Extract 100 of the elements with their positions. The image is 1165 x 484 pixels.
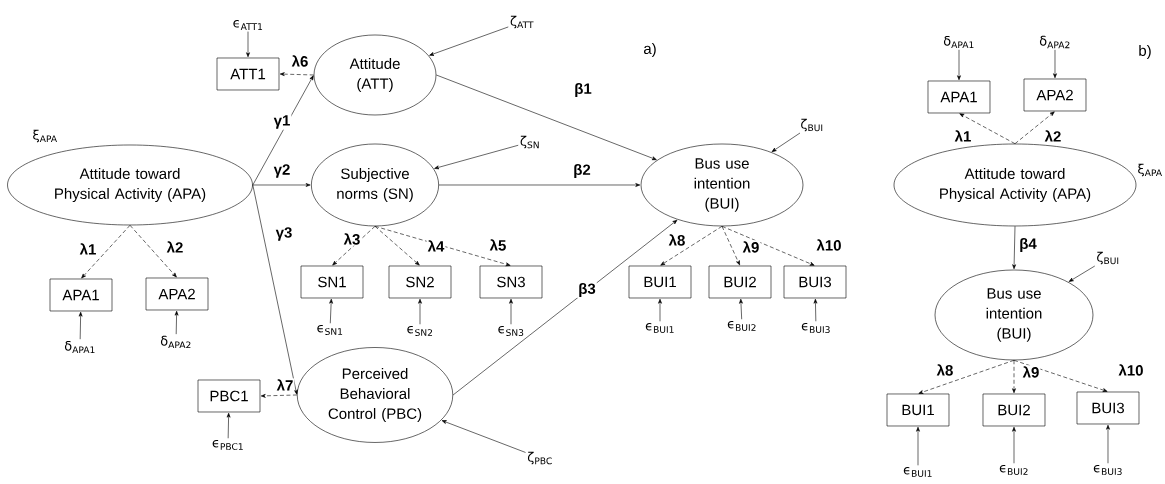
edge-label: λ9	[741, 240, 761, 254]
indicator-box: PBC1	[197, 379, 261, 413]
indicator-box: BUI2	[982, 393, 1046, 427]
arrow	[252, 75, 314, 186]
indicator-box: SN1	[300, 265, 364, 299]
dashed-arrow	[918, 359, 1015, 394]
edge-label: λ9	[1021, 365, 1041, 379]
edge-label: λ8	[935, 363, 955, 377]
arrow	[916, 426, 920, 466]
arrow	[226, 412, 231, 439]
edge-label: λ1	[953, 129, 973, 143]
dashed-arrow	[1014, 111, 1055, 144]
dashed-arrow	[1013, 359, 1108, 392]
disturbance-label: ξ$_{APA}$	[1138, 163, 1162, 177]
error-term-label: ϵ$_{BUI2}$	[727, 321, 756, 331]
edge-label: β3	[577, 282, 597, 298]
arrow	[329, 298, 333, 324]
dashed-arrow	[374, 226, 420, 266]
arrow	[436, 74, 657, 161]
edge-label: λ10	[1117, 363, 1145, 377]
error-term-label: ϵ$_{BUI1}$	[903, 467, 932, 477]
indicator-box: APA2	[145, 277, 209, 311]
arrow	[1106, 424, 1110, 464]
indicator-box: BUI1	[886, 393, 950, 427]
error-term-label: ϵ$_{SN3}$	[498, 326, 524, 336]
edge-label: γ2	[272, 163, 292, 179]
arrow	[1012, 226, 1016, 270]
dashed-arrow	[81, 225, 131, 279]
edge-label: λ3	[342, 232, 362, 246]
dashed-arrow	[332, 226, 376, 266]
error-term-label: ζ$_{ATT}$	[510, 15, 534, 29]
error-term-label: δ$_{APA2}$	[1039, 35, 1070, 49]
error-term-label: ϵ$_{SN2}$	[407, 326, 433, 336]
dashed-arrow	[721, 226, 740, 266]
dashed-arrow	[1012, 359, 1016, 394]
arrow	[452, 219, 678, 396]
edge-label: λ2	[1043, 129, 1063, 143]
dashed-arrow	[129, 225, 177, 278]
indicator-box: APA1	[927, 80, 991, 114]
arrow	[1053, 49, 1057, 79]
arrow	[438, 183, 641, 187]
indicator-box: BUI3	[1076, 391, 1140, 425]
error-term-label: δ$_{APA2}$	[160, 335, 191, 349]
indicator-box: APA2	[1023, 78, 1087, 112]
error-term-label: ϵ$_{ATT1}$	[233, 20, 263, 30]
error-term-label: ζ$_{BUI}$	[801, 118, 823, 132]
dashed-arrow	[260, 393, 298, 398]
arrow	[1068, 265, 1096, 282]
dashed-arrow	[660, 226, 723, 266]
arrow	[739, 298, 743, 320]
error-term-label: δ$_{APA1}$	[64, 340, 95, 354]
arrow	[509, 298, 513, 325]
arrow	[771, 132, 801, 152]
edge-label: γ1	[272, 114, 292, 130]
arrow	[434, 144, 519, 170]
panel-label: b)	[1139, 45, 1151, 59]
error-term-label: ϵ$_{BUI3}$	[1093, 464, 1122, 475]
edge-label: λ1	[78, 242, 98, 256]
error-term-label: ζ$_{BUI}$	[1097, 251, 1119, 265]
dashed-arrow	[279, 72, 314, 76]
disturbance-label: ξ$_{APA}$	[33, 129, 57, 143]
indicator-box: BUI1	[628, 265, 692, 299]
indicator-box: ATT1	[216, 57, 280, 91]
error-term-label: δ$_{APA1}$	[943, 35, 974, 49]
edge-label: β4	[1018, 237, 1038, 253]
arrow	[78, 311, 83, 340]
edge-label: λ5	[488, 238, 508, 252]
arrow	[1012, 426, 1016, 464]
arrow	[813, 298, 818, 322]
edge-label: β2	[572, 163, 592, 179]
edge-label: λ6	[290, 54, 310, 68]
error-term-label: ϵ$_{BUI2}$	[999, 464, 1028, 475]
error-term-label: ϵ$_{BUI3}$	[801, 323, 830, 333]
error-term-label: ϵ$_{BUI1}$	[645, 323, 674, 333]
dashed-arrow	[374, 226, 511, 267]
error-term-label: ζ$_{SN}$	[520, 135, 539, 149]
indicator-box: SN2	[388, 265, 452, 299]
arrow	[174, 310, 179, 335]
indicator-box: APA1	[49, 278, 113, 312]
indicator-box: SN3	[479, 265, 543, 299]
error-term-label: ζ$_{PBC}$	[527, 451, 552, 465]
dashed-arrow	[721, 226, 815, 266]
arrow	[441, 420, 526, 453]
panel-label: a)	[644, 43, 656, 57]
arrow	[246, 31, 250, 58]
edge-label: β1	[573, 82, 593, 98]
edge-label: λ2	[165, 240, 185, 254]
error-term-label: ϵ$_{PBC1}$	[212, 439, 243, 450]
arrow	[252, 183, 311, 187]
edge-label: λ4	[426, 239, 446, 253]
arrow	[429, 26, 509, 56]
arrow	[957, 49, 961, 81]
edge-label: γ3	[274, 226, 294, 242]
edge-label: λ8	[667, 233, 687, 247]
arrow	[418, 298, 422, 325]
error-term-label: ϵ$_{SN1}$	[317, 325, 343, 335]
edge-label: λ7	[275, 378, 295, 392]
dashed-arrow	[959, 113, 1016, 144]
arrow	[658, 298, 662, 322]
arrow	[252, 184, 298, 395]
